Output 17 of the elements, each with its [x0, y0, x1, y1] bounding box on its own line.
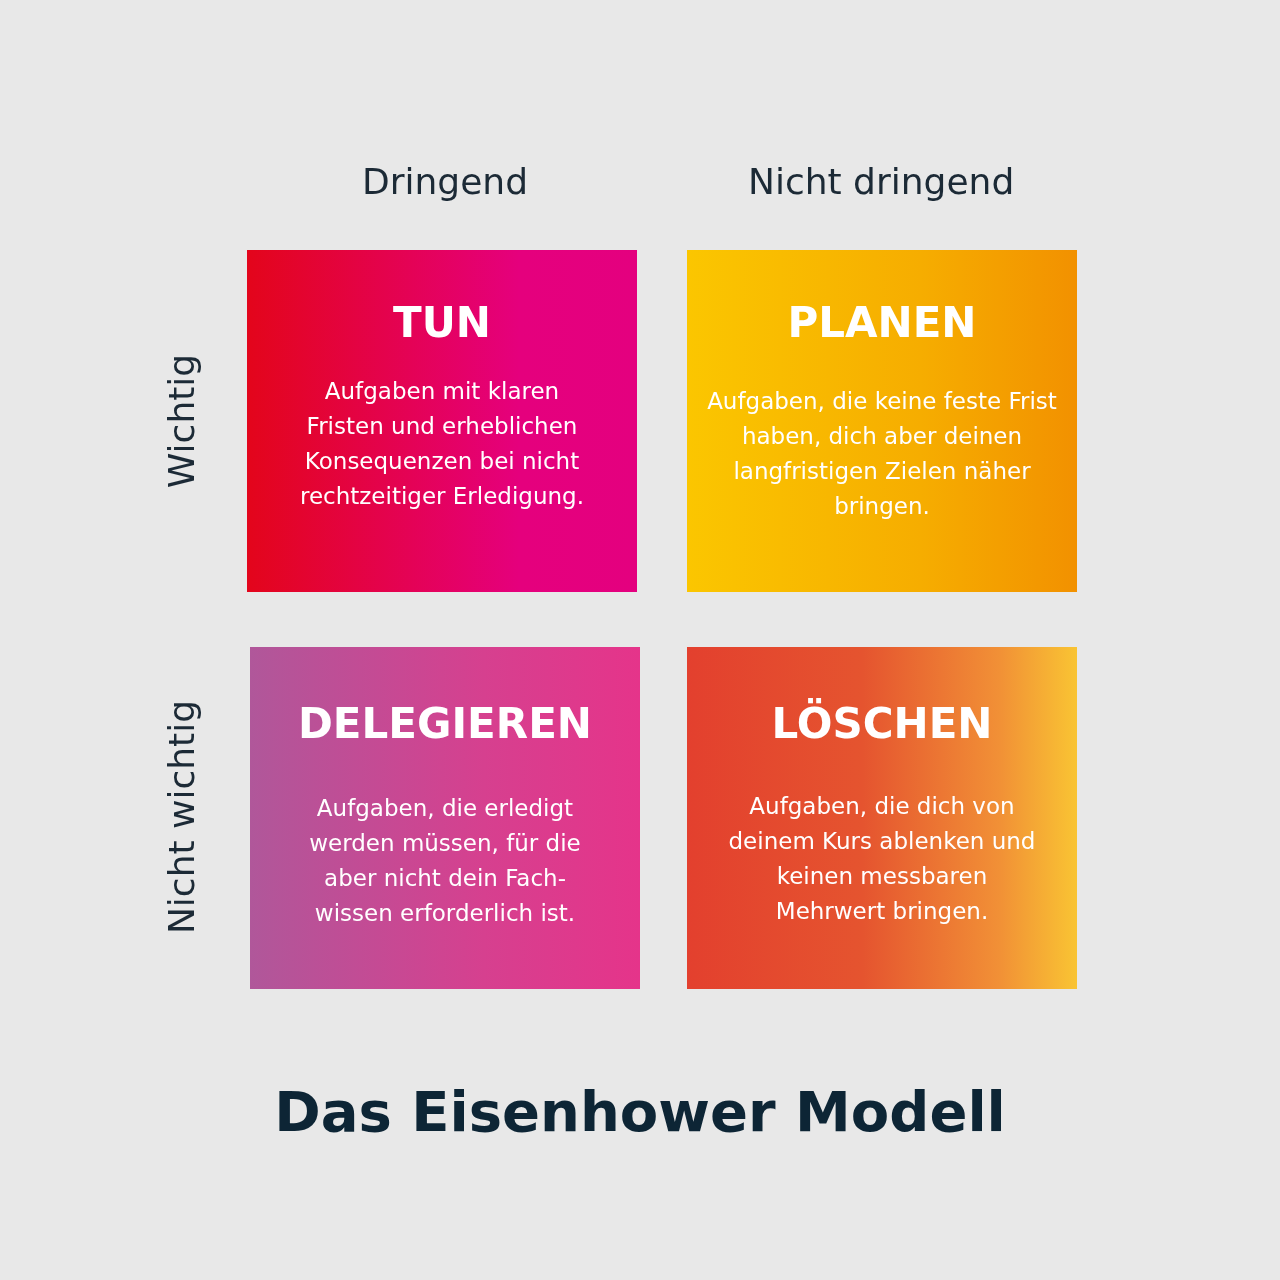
quadrant-box: [687, 647, 1077, 989]
quadrant-description: Aufgaben, die keine feste Frist haben, dich aber deinen langfristigen Zielen näher bringen.: [707, 387, 1057, 521]
column-header: Nicht dringend: [748, 160, 1015, 204]
quadrant-box: [687, 250, 1077, 592]
quadrant-box: [250, 647, 640, 989]
quadrant-box: [247, 250, 637, 592]
quadrant-heading: LÖSCHEN: [771, 699, 993, 749]
quadrant-heading: TUN: [393, 298, 491, 348]
quadrant-description: Aufgaben, die dich von deinem Kurs ablenken und keinen messbaren Mehrwert bringen.: [727, 792, 1037, 926]
row-header: Nicht wichtig: [160, 699, 204, 935]
row-header: Wichtig: [160, 353, 204, 489]
quadrant-description: Aufgaben, die erledigt werden müssen, für die aber nicht dein Fach- wissen erforderlich ist.: [308, 794, 582, 928]
quadrant-heading: PLANEN: [787, 298, 977, 348]
column-header: Dringend: [362, 160, 528, 204]
quadrant-heading: DELEGIEREN: [298, 699, 592, 749]
quadrant-description: Aufgaben mit klaren Fristen und erheblichen Konsequenzen bei nicht rechtzeitiger Erledigung.: [298, 377, 586, 511]
diagram-title: Das Eisenhower Modell: [274, 1078, 1006, 1146]
